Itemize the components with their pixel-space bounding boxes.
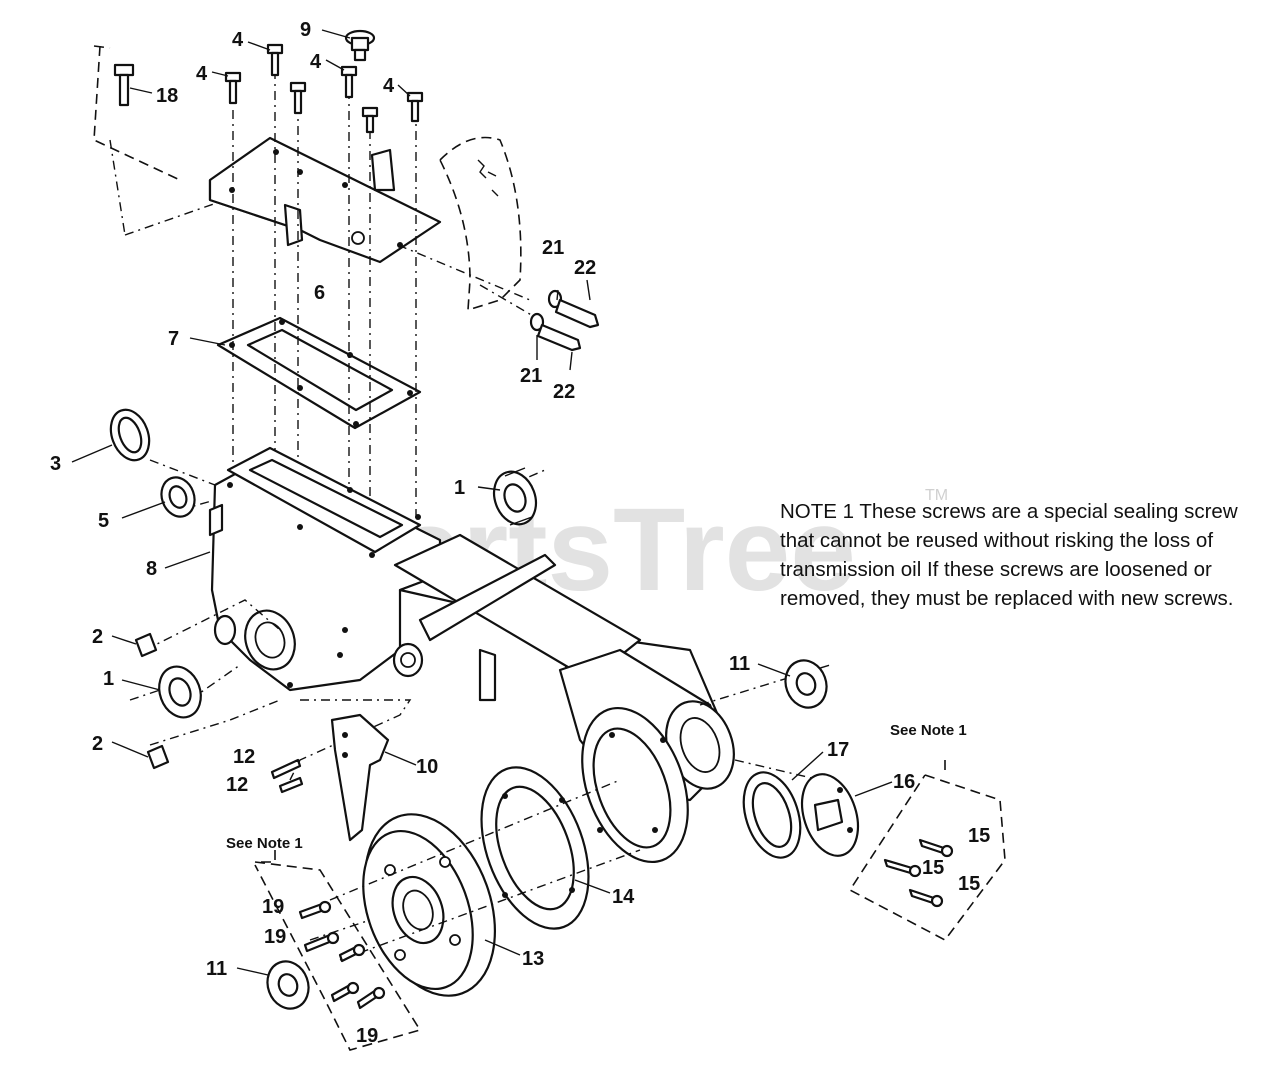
note-line-3: transmission oil If these screws are loo… [780, 558, 1212, 581]
see-note-upper: See Note 1 [890, 722, 967, 739]
bracket-outline-upper-left [93, 45, 226, 236]
screw-12-a [270, 758, 302, 780]
handle-outline [439, 136, 522, 312]
note-line-4: removed, they must be replaced with new … [780, 587, 1234, 610]
seal-5 [160, 476, 196, 518]
alignment-lines [232, 70, 541, 560]
callout-19-a: 19 [262, 896, 284, 918]
note-line-1: NOTE 1 These screws are a special sealin… [780, 500, 1238, 523]
screw-4-a [224, 71, 242, 105]
callout-19-b: 19 [264, 926, 286, 948]
see-note-lower: See Note 1 [226, 835, 303, 852]
washer-21-b [529, 312, 545, 332]
note-box-lower [254, 850, 422, 1051]
vent-plug-9 [344, 29, 376, 62]
callout-1-a: 1 [454, 477, 465, 499]
callout-12-a: 12 [233, 746, 255, 768]
callout-16: 16 [893, 771, 915, 793]
bearing-1-right [492, 467, 538, 526]
leader-lines [71, 29, 893, 976]
callout-4-d: 4 [383, 75, 395, 97]
callout-19-c: 19 [356, 1025, 378, 1047]
bolt-22-a [554, 298, 600, 329]
screw-19-b [303, 931, 340, 953]
cover-plate [208, 136, 442, 264]
callout-4-a: 4 [232, 29, 244, 51]
bearing-cap [800, 773, 860, 857]
callout-5: 5 [98, 510, 109, 532]
screw-4-d [340, 65, 358, 99]
plug-2-b [146, 744, 170, 770]
screw-4-e [361, 106, 379, 134]
note-line-2: that cannot be reused without risking th… [780, 529, 1214, 552]
screws [113, 29, 954, 1010]
screw-4-c [289, 81, 307, 115]
seal-ring [742, 771, 802, 859]
screw-19-a [298, 900, 332, 920]
callout-6: 6 [314, 282, 325, 304]
screw-19-e [356, 986, 386, 1010]
callout-21-a: 21 [542, 237, 564, 259]
callout-14: 14 [612, 886, 635, 908]
watermark-tm: TM [925, 487, 948, 504]
note-box-upper [848, 760, 1006, 942]
callout-21-b: 21 [520, 365, 542, 387]
bolt-22-b [536, 323, 582, 352]
screw-12-b [278, 776, 304, 794]
callout-15-c: 15 [958, 873, 980, 895]
screw-19-c [338, 943, 366, 963]
plug-2-a [134, 632, 158, 658]
callout-17: 17 [827, 739, 849, 761]
callout-1-b: 1 [103, 668, 114, 690]
callout-13: 13 [522, 948, 544, 970]
seal-3 [109, 408, 151, 462]
screw-4-b [266, 43, 284, 77]
gasket [216, 316, 422, 430]
bracket-10 [330, 713, 390, 842]
callout-22-a: 22 [574, 257, 596, 279]
screw-15-c [908, 888, 944, 908]
callout-10: 10 [416, 756, 438, 778]
gasket-large [480, 766, 590, 930]
screw-15-b [883, 858, 922, 878]
callout-9: 9 [300, 19, 311, 41]
callout-11-a: 11 [729, 653, 750, 675]
seal-11-left [266, 960, 310, 1010]
callout-4-b: 4 [196, 63, 208, 85]
callout-15-a: 15 [968, 825, 990, 847]
callout-2-b: 2 [92, 733, 103, 755]
callout-15-b: 15 [922, 857, 944, 879]
callout-8: 8 [146, 558, 157, 580]
seal-11-right [784, 659, 828, 709]
axle-housing-bell [581, 706, 689, 864]
note-1-text: NOTE 1 These screws are a special sealin… [780, 497, 1270, 613]
screw-15-a [918, 838, 954, 858]
end-cover [362, 813, 497, 997]
screw-4-f [406, 91, 424, 123]
screw-19-d [330, 981, 360, 1003]
callout-7: 7 [168, 328, 179, 350]
callouts: 4 4 4 4 9 18 6 7 3 5 8 2 1 2 1 21 22 21 … [50, 19, 990, 1047]
callout-22-b: 22 [553, 381, 575, 403]
callout-4-c: 4 [310, 51, 322, 73]
screw-18 [113, 63, 135, 107]
callout-2-a: 2 [92, 626, 103, 648]
bearing-1-left [158, 665, 202, 719]
callout-3: 3 [50, 453, 61, 475]
callout-11-b: 11 [206, 958, 227, 980]
callout-18: 18 [156, 85, 178, 107]
callout-12-b: 12 [226, 774, 248, 796]
